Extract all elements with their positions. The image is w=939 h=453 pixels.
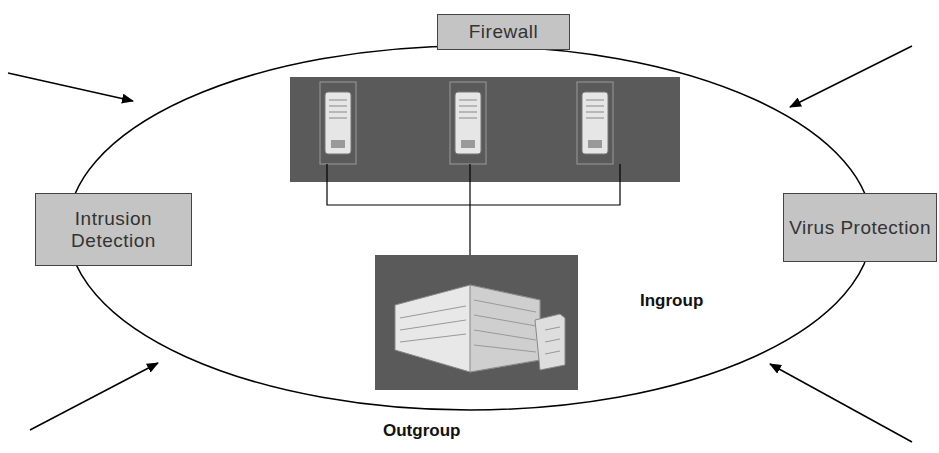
- network-wires: [327, 164, 620, 255]
- box-label: Virus Protection: [789, 217, 931, 239]
- threat-arrows: [8, 46, 912, 442]
- group-label: Ingroup: [640, 291, 703, 311]
- security-box: Firewall: [437, 14, 570, 50]
- server-rack: [290, 77, 680, 182]
- box-label: Firewall: [469, 21, 538, 43]
- group-label: Outgroup: [383, 421, 460, 441]
- building: [375, 255, 578, 390]
- security-box: Virus Protection: [783, 193, 937, 262]
- security-box: Intrusion Detection: [35, 193, 192, 266]
- box-label: Intrusion Detection: [36, 208, 191, 252]
